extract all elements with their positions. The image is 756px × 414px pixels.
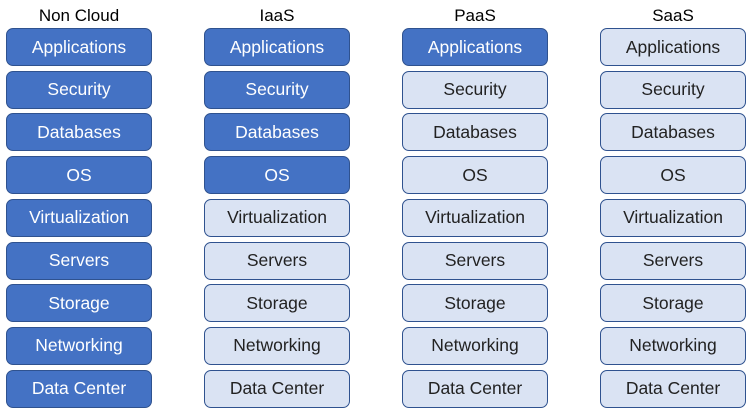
layer-box-data-center: Data Center [600, 369, 746, 408]
layer-box-os: OS [402, 156, 548, 195]
layer-box-virtualization: Virtualization [600, 198, 746, 237]
layer-box-os: OS [6, 156, 152, 195]
column-title: Non Cloud [38, 6, 120, 25]
layer-box-virtualization: Virtualization [204, 198, 350, 237]
column-title: PaaS [454, 6, 496, 25]
column-title: IaaS [259, 6, 295, 25]
layer-box-networking: Networking [6, 326, 152, 365]
layer-box-data-center: Data Center [204, 369, 350, 408]
layer-box-virtualization: Virtualization [6, 198, 152, 237]
layer-box-storage: Storage [6, 284, 152, 323]
layer-box-os: OS [204, 156, 350, 195]
layer-box-networking: Networking [600, 326, 746, 365]
layer-box-servers: Servers [600, 241, 746, 280]
layer-box-databases: Databases [204, 113, 350, 152]
layer-box-servers: Servers [402, 241, 548, 280]
layer-box-applications: Applications [204, 28, 350, 66]
layer-box-storage: Storage [204, 284, 350, 323]
layer-box-applications: Applications [6, 28, 152, 66]
layer-box-databases: Databases [600, 113, 746, 152]
layer-box-security: Security [402, 70, 548, 109]
layer-box-data-center: Data Center [402, 369, 548, 408]
column-title: SaaS [652, 6, 694, 25]
layer-box-data-center: Data Center [6, 369, 152, 408]
layer-box-applications: Applications [600, 28, 746, 66]
layer-box-virtualization: Virtualization [402, 198, 548, 237]
layer-box-databases: Databases [6, 113, 152, 152]
layer-box-networking: Networking [204, 326, 350, 365]
layer-box-storage: Storage [402, 284, 548, 323]
layer-box-security: Security [600, 70, 746, 109]
layer-box-databases: Databases [402, 113, 548, 152]
layer-box-security: Security [204, 70, 350, 109]
layer-box-networking: Networking [402, 326, 548, 365]
layer-box-security: Security [6, 70, 152, 109]
layer-box-storage: Storage [600, 284, 746, 323]
layer-box-servers: Servers [6, 241, 152, 280]
layer-box-os: OS [600, 156, 746, 195]
layer-box-servers: Servers [204, 241, 350, 280]
layer-box-applications: Applications [402, 28, 548, 66]
